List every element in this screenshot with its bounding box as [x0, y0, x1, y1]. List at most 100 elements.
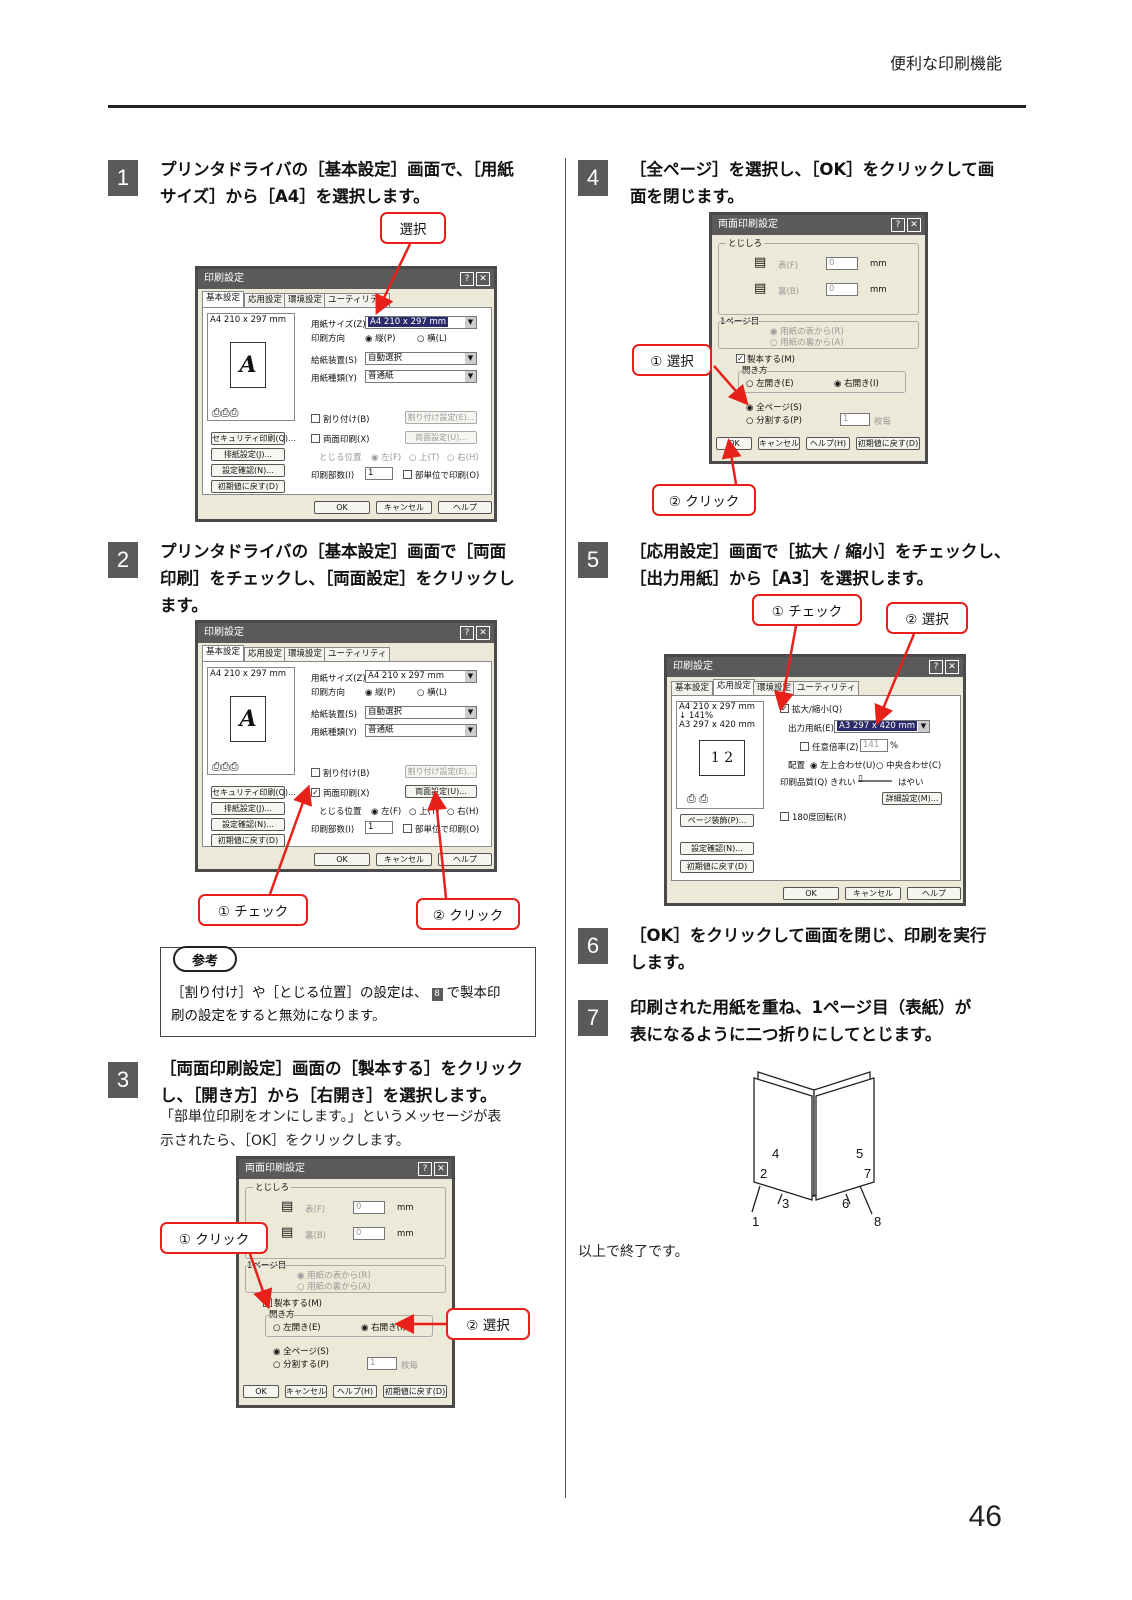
close-icon[interactable]: ✕ — [907, 218, 921, 232]
close-icon[interactable]: ✕ — [434, 1162, 448, 1176]
reset-defaults-button[interactable]: 初期値に戻す(D) — [211, 480, 285, 493]
step-text: 印刷された用紙を重ね、1ページ目（表紙）が 表になるように二つ折りにしてとじます… — [630, 994, 1020, 1048]
tab-basic[interactable]: 基本設定 — [202, 645, 245, 661]
tab-utility[interactable]: ユーティリティ — [793, 681, 860, 695]
back-margin-input[interactable]: 0 — [353, 1227, 385, 1240]
slider-thumb-icon[interactable]: ▯ — [858, 774, 863, 784]
radio-first-front[interactable]: ◉ 用紙の表から(R) — [297, 1271, 371, 1281]
radio-bind-top[interactable]: ○ 上(T) — [409, 453, 440, 463]
help-icon[interactable]: ? — [460, 272, 474, 286]
duplex-checkbox[interactable] — [311, 434, 320, 443]
ok-button[interactable]: OK — [783, 887, 839, 900]
nup-checkbox[interactable] — [311, 768, 320, 777]
radio-split[interactable]: ○ 分割する(P) — [746, 416, 802, 426]
rotate-checkbox[interactable] — [780, 812, 789, 821]
duplex-settings-button[interactable]: 両面設定(U)... — [405, 431, 477, 444]
front-margin-input[interactable]: 0 — [353, 1201, 385, 1214]
radio-landscape[interactable]: ○ 横(L) — [417, 334, 447, 344]
tab-utility[interactable]: ユーティリティ — [324, 647, 391, 661]
booklet-checkbox[interactable]: ✓ — [736, 354, 745, 363]
help-button[interactable]: ヘルプ — [438, 853, 492, 866]
help-button[interactable]: ヘルプ(H) — [333, 1385, 377, 1398]
copies-input[interactable]: 1 — [365, 467, 393, 480]
cancel-button[interactable]: キャンセル — [285, 1385, 327, 1398]
reset-defaults-button[interactable]: 初期値に戻す(D) — [383, 1385, 447, 1398]
nup-settings-button[interactable]: 割り付け設定(E)... — [405, 765, 477, 778]
back-margin-input[interactable]: 0 — [826, 283, 858, 296]
output-paper-select[interactable]: A3 297 x 420 mm▼ — [834, 720, 930, 733]
radio-first-front[interactable]: ◉ 用紙の表から(R) — [770, 327, 844, 337]
nup-settings-button[interactable]: 割り付け設定(E)... — [405, 411, 477, 424]
type-select[interactable]: 普通紙▼ — [365, 724, 477, 737]
close-icon[interactable]: ✕ — [476, 626, 490, 640]
arrow-line — [713, 365, 749, 406]
copies-input[interactable]: 1 — [365, 821, 393, 834]
output-settings-button[interactable]: 排紙設定(J)... — [211, 802, 285, 815]
cancel-button[interactable]: キャンセル — [845, 887, 901, 900]
tab-basic[interactable]: 基本設定 — [671, 681, 714, 695]
type-select[interactable]: 普通紙▼ — [365, 370, 477, 383]
radio-landscape[interactable]: ○ 横(L) — [417, 688, 447, 698]
tab-basic[interactable]: 基本設定 — [202, 291, 245, 307]
radio-place-topleft[interactable]: ◉ 左上合わせ(U) — [810, 761, 876, 771]
quality-slider[interactable] — [858, 780, 892, 782]
radio-first-back[interactable]: ○ 用紙の裏から(A) — [770, 338, 844, 348]
page-decoration-button[interactable]: ページ装飾(P)... — [680, 814, 754, 827]
detail-settings-button[interactable]: 詳細設定(M)... — [882, 792, 942, 805]
secure-print-button[interactable]: セキュリティ印刷(Q)... — [211, 786, 296, 799]
collate-checkbox[interactable] — [403, 824, 412, 833]
custom-scale-checkbox[interactable] — [800, 742, 809, 751]
radio-open-left[interactable]: ○ 左開き(E) — [273, 1323, 321, 1333]
source-select[interactable]: 自動選択▼ — [365, 706, 477, 719]
nup-checkbox[interactable] — [311, 414, 320, 423]
help-icon[interactable]: ? — [418, 1162, 432, 1176]
reset-defaults-button[interactable]: 初期値に戻す(D) — [211, 834, 285, 847]
collate-checkbox[interactable] — [403, 470, 412, 479]
split-input[interactable]: 1 — [840, 413, 870, 426]
ok-button[interactable]: OK — [314, 853, 370, 866]
radio-bind-left[interactable]: ◉ 左(F) — [371, 453, 402, 463]
help-icon[interactable]: ? — [460, 626, 474, 640]
close-icon[interactable]: ✕ — [945, 660, 959, 674]
confirm-settings-button[interactable]: 設定確認(N)... — [680, 842, 754, 855]
step-text: プリンタドライバの［基本設定］画面で、［用紙 サイズ］から［A4］を選択します。 — [160, 156, 540, 210]
help-icon[interactable]: ? — [929, 660, 943, 674]
cancel-button[interactable]: キャンセル — [376, 501, 432, 514]
help-button[interactable]: ヘルプ — [438, 501, 492, 514]
cancel-button[interactable]: キャンセル — [376, 853, 432, 866]
help-icon[interactable]: ? — [891, 218, 905, 232]
confirm-settings-button[interactable]: 設定確認(N)... — [211, 464, 285, 477]
reset-defaults-button[interactable]: 初期値に戻す(D) — [680, 860, 754, 873]
source-select[interactable]: 自動選択▼ — [365, 352, 477, 365]
ok-button[interactable]: OK — [243, 1385, 279, 1398]
radio-split[interactable]: ○ 分割する(P) — [273, 1360, 329, 1370]
close-icon[interactable]: ✕ — [476, 272, 490, 286]
output-settings-button[interactable]: 排紙設定(J)... — [211, 448, 285, 461]
reset-defaults-button[interactable]: 初期値に戻す(D) — [856, 437, 920, 450]
radio-bind-right[interactable]: ○ 右(H) — [447, 807, 479, 817]
help-button[interactable]: ヘルプ(H) — [806, 437, 850, 450]
help-button[interactable]: ヘルプ — [907, 887, 961, 900]
radio-all-pages[interactable]: ◉ 全ページ(S) — [273, 1347, 329, 1357]
radio-bind-right[interactable]: ○ 右(H) — [447, 453, 479, 463]
radio-portrait[interactable]: ◉ 縦(P) — [365, 688, 396, 698]
radio-bind-left[interactable]: ◉ 左(F) — [371, 807, 402, 817]
confirm-settings-button[interactable]: 設定確認(N)... — [211, 818, 285, 831]
radio-portrait[interactable]: ◉ 縦(P) — [365, 334, 396, 344]
cancel-button[interactable]: キャンセル — [758, 437, 800, 450]
custom-scale-input[interactable]: 141 — [860, 739, 888, 752]
secure-print-button[interactable]: セキュリティ印刷(Q)... — [211, 432, 296, 445]
split-input[interactable]: 1 — [367, 1357, 397, 1370]
radio-bind-top[interactable]: ○ 上(T) — [409, 807, 440, 817]
paper-size-select[interactable]: A4 210 x 297 mm▼ — [365, 670, 477, 683]
radio-all-pages[interactable]: ◉ 全ページ(S) — [746, 403, 802, 413]
front-margin-input[interactable]: 0 — [826, 257, 858, 270]
radio-place-center[interactable]: ○ 中央合わせ(C) — [876, 761, 942, 771]
callout-check: ① チェック — [198, 894, 308, 926]
radio-open-right[interactable]: ◉ 右開き(I) — [361, 1323, 406, 1333]
ok-button[interactable]: OK — [314, 501, 370, 514]
radio-open-right[interactable]: ◉ 右開き(I) — [834, 379, 879, 389]
radio-open-left[interactable]: ○ 左開き(E) — [746, 379, 794, 389]
paper-size-select[interactable]: A4 210 x 297 mm▼ — [365, 316, 477, 329]
radio-first-back[interactable]: ○ 用紙の裏から(A) — [297, 1282, 371, 1292]
